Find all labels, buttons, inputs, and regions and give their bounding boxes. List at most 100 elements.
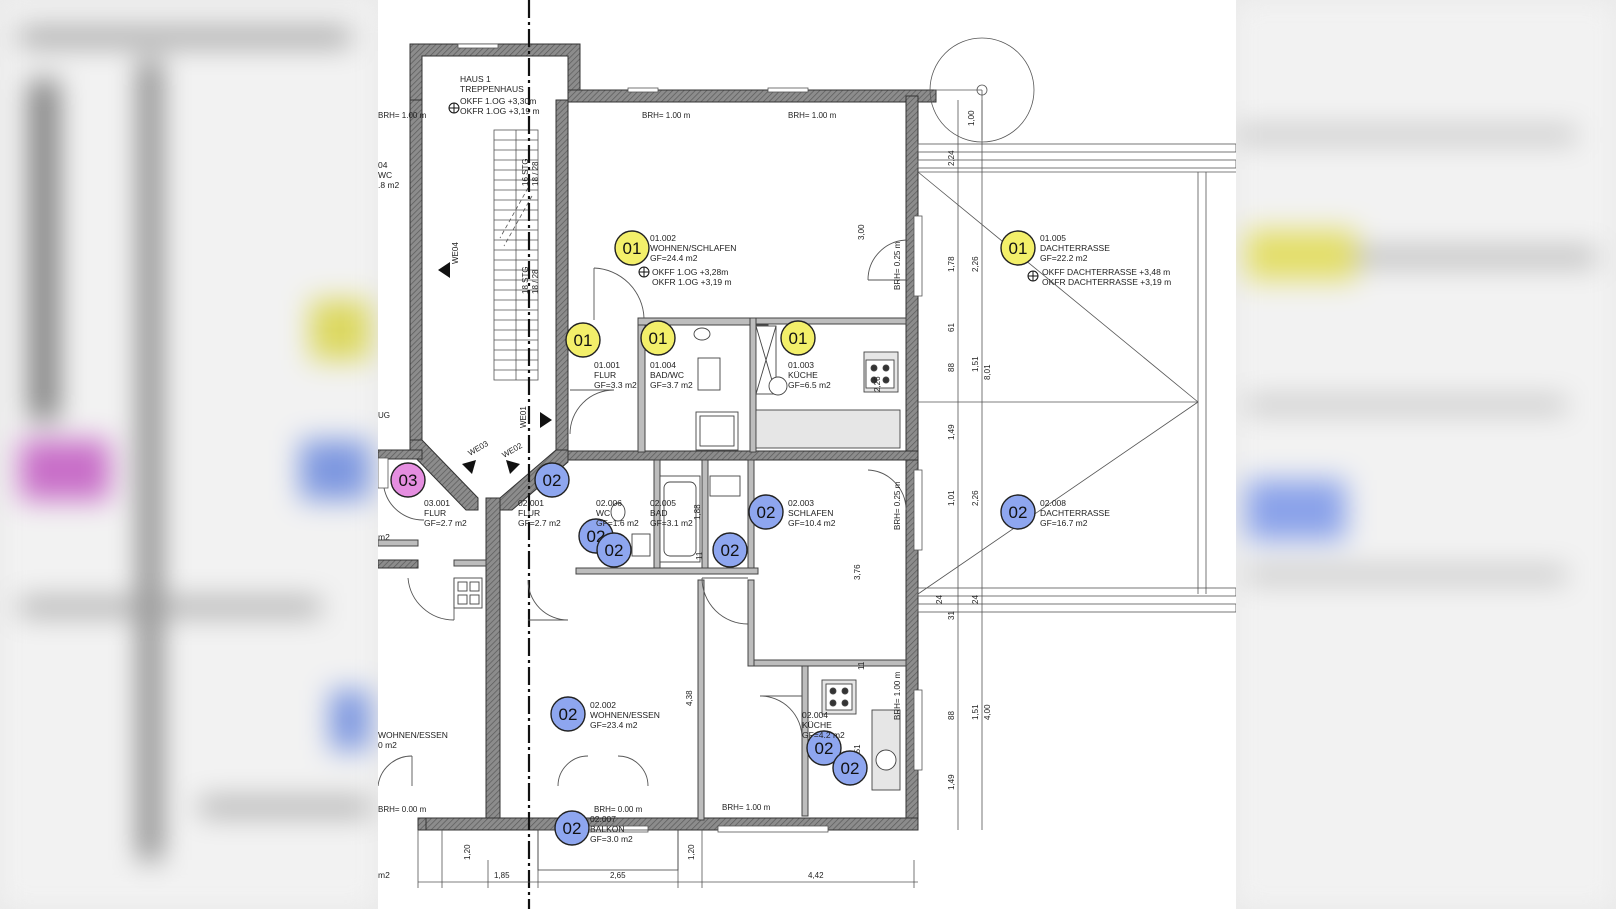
dimension-label: 24 — [971, 595, 980, 604]
brh-label: BRH= 0.25 m — [893, 241, 902, 290]
partial-label: UG — [378, 411, 390, 420]
room-name: KÜCHE — [788, 370, 818, 380]
room-id: 01.001 — [594, 360, 620, 370]
brh-label: BRH= 1.00 m — [893, 671, 902, 720]
room-id: 02.008 — [1040, 498, 1066, 508]
partial-wohnen-area: 0 m2 — [378, 740, 397, 750]
room-unit-badge: 02 — [806, 730, 842, 766]
room-area: GF=3.0 m2 — [590, 834, 633, 844]
dimension-label: 1,51 — [971, 356, 980, 372]
dimension-label: 24 — [935, 595, 944, 604]
dimension-label: 11 — [695, 551, 704, 560]
room-area: GF=23.4 m2 — [590, 720, 638, 730]
stair-title-2: TREPPENHAUS — [460, 84, 524, 94]
room-id: 02.007 — [590, 814, 616, 824]
entry-arrows — [438, 262, 552, 474]
room-area: GF=24.4 m2 — [650, 253, 698, 263]
stair-steps-top-2: 18 / 28 — [531, 161, 540, 186]
dimension-label: 3,00 — [857, 224, 866, 240]
dimension-label: 2,65 — [610, 871, 626, 880]
room-elevation-okfr: OKFR 1.OG +3,19 m — [652, 277, 732, 287]
room-unit-badge: 02 — [712, 532, 748, 568]
blurred-right-area — [1236, 0, 1616, 909]
room-unit-badge: 02 — [748, 494, 784, 530]
fixtures — [453, 325, 901, 791]
dimension-label: 1,78 — [947, 256, 956, 272]
dimension-label: 8,01 — [983, 364, 992, 380]
badge-number: 02 — [815, 739, 834, 758]
room-id: 02.005 — [650, 498, 676, 508]
dimension-label: 2,26 — [971, 490, 980, 506]
brh-label: BRH= 1.00 m — [378, 111, 427, 120]
dimension-label: 2,26 — [971, 256, 980, 272]
room-area: GF=22.2 m2 — [1040, 253, 1088, 263]
partial-room-name: WC — [378, 170, 392, 180]
dimension-label: 1,01 — [947, 490, 956, 506]
room-area: GF=3.3 m2 — [594, 380, 637, 390]
room-id: 01.004 — [650, 360, 676, 370]
bottom-dimensions — [417, 829, 918, 888]
room-unit-badge: 01 — [780, 320, 816, 356]
badge-number: 01 — [1009, 239, 1028, 258]
badge-number: 01 — [789, 329, 808, 348]
dimension-label: 4,00 — [983, 704, 992, 720]
dimension-label: 88 — [947, 711, 956, 720]
room-name: WOHNEN/ESSEN — [590, 710, 660, 720]
dimension-label: 11 — [857, 661, 866, 670]
room-unit-badge: 01 — [614, 230, 650, 266]
badge-number: 02 — [605, 541, 624, 560]
room-unit-badge: 02 — [554, 810, 590, 846]
brh-label: BRH= 1.00 m — [642, 111, 691, 120]
badge-number: 02 — [757, 503, 776, 522]
partial-wohnen: WOHNEN/ESSEN — [378, 730, 448, 740]
dimension-label: 61 — [947, 323, 956, 332]
blurred-left-area — [0, 0, 378, 909]
dimension-label: 1,51 — [971, 704, 980, 720]
dimension-label: 1,85 — [494, 871, 510, 880]
badge-number: 01 — [574, 331, 593, 350]
floor-plan: HAUS 1 TREPPENHAUS OKFF 1.OG +3,30m OKFR… — [378, 0, 1236, 909]
dimension-label: 1,00 — [967, 110, 976, 126]
brh-labels: BRH= 1.00 m BRH= 1.00 m BRH= 1.00 m BRH=… — [378, 111, 902, 814]
badge-number: 03 — [399, 471, 418, 490]
brh-label: BRH= 0.25 m — [893, 481, 902, 530]
badge-number: 02 — [563, 819, 582, 838]
brh-label: BRH= 1.00 m — [788, 111, 837, 120]
room-area: GF=6.5 m2 — [788, 380, 831, 390]
room-unit-badge: 01 — [1000, 230, 1036, 266]
room-name: FLUR — [518, 508, 540, 518]
dimension-label: 1,49 — [947, 424, 956, 440]
room-area: GF=2.7 m2 — [518, 518, 561, 528]
badge-number: 02 — [1009, 503, 1028, 522]
room-name: SCHLAFEN — [788, 508, 833, 518]
room-area: GF=1.6 m2 — [596, 518, 639, 528]
room-id: 02.004 — [802, 710, 828, 720]
room-elevation-okff: OKFF DACHTERRASSE +3,48 m — [1042, 267, 1170, 277]
partial-room-area: .8 m2 — [378, 180, 400, 190]
room-name: WOHNEN/SCHLAFEN — [650, 243, 736, 253]
floor-plan-drawing: HAUS 1 TREPPENHAUS OKFF 1.OG +3,30m OKFR… — [378, 0, 1236, 909]
dimension-label: 3,76 — [853, 564, 862, 580]
room-id: 02.003 — [788, 498, 814, 508]
room-unit-badge: 02 — [1000, 494, 1036, 530]
room-name: FLUR — [594, 370, 616, 380]
badge-number: 02 — [559, 705, 578, 724]
room-area: GF=4.2 m2 — [802, 730, 845, 740]
room-name: KÜCHE — [802, 720, 832, 730]
dimension-label: 1,20 — [687, 844, 696, 860]
we02-label: WE02 — [501, 441, 525, 460]
room-elevation-okff: OKFF 1.OG +3,28m — [652, 267, 728, 277]
stair-okff: OKFF 1.OG +3,30m — [460, 96, 536, 106]
